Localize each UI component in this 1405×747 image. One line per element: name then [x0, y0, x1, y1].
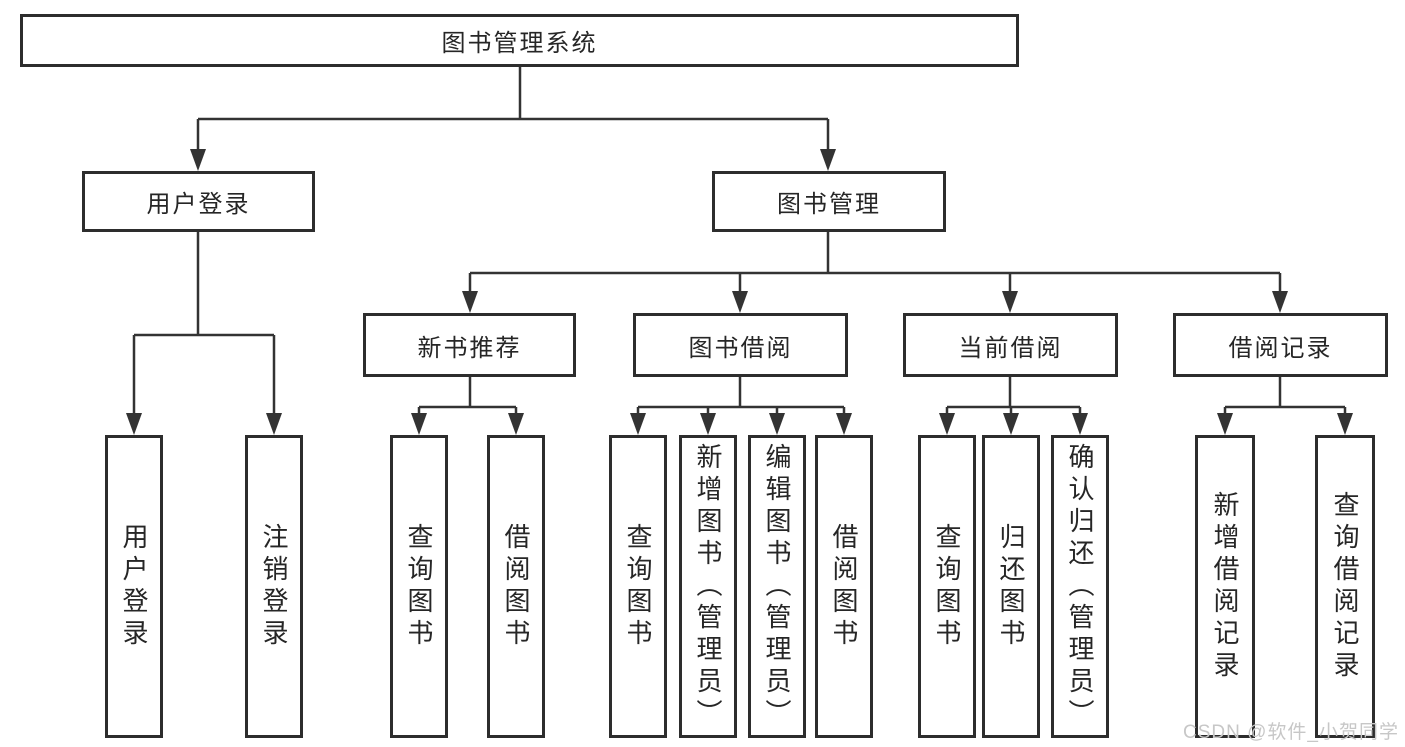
- node-user-login: 用户登录: [82, 171, 315, 232]
- node-book-borrow: 图书借阅: [633, 313, 848, 377]
- leaf-return-books: 归还图书: [982, 435, 1040, 738]
- leaf-label: 借阅图书: [829, 522, 859, 651]
- node-label: 图书管理系统: [441, 30, 598, 57]
- leaf-label: 查询图书: [404, 522, 434, 651]
- leaf-label: 查询借阅记录: [1330, 490, 1360, 683]
- leaf-label: 归还图书: [996, 522, 1026, 651]
- node-label: 新书推荐: [417, 334, 522, 362]
- leaf-borrow-books: 借阅图书: [815, 435, 873, 738]
- arrowhead-icons: [126, 149, 1353, 435]
- leaf-borrow-books-recommend: 借阅图书: [487, 435, 545, 738]
- leaf-query-borrow-record: 查询借阅记录: [1315, 435, 1375, 738]
- csdn-watermark: CSDN @软件_小贺同学: [1183, 722, 1399, 743]
- leaf-user-login: 用户登录: [105, 435, 163, 738]
- node-label: 图书借阅: [688, 334, 793, 362]
- leaf-label: 查询图书: [932, 522, 962, 651]
- leaf-label: 注销登录: [259, 522, 289, 651]
- node-current-borrow: 当前借阅: [903, 313, 1118, 377]
- leaf-add-books-admin: 新增图书（管理员）: [679, 435, 737, 738]
- node-label: 用户登录: [146, 191, 251, 218]
- leaf-edit-books-admin: 编辑图书（管理员）: [748, 435, 806, 738]
- leaf-label: 查询图书: [623, 522, 653, 651]
- leaf-logout: 注销登录: [245, 435, 303, 738]
- node-borrow-record: 借阅记录: [1173, 313, 1388, 377]
- node-book-management: 图书管理: [712, 171, 946, 232]
- node-label: 借阅记录: [1228, 334, 1333, 362]
- leaf-query-books-recommend: 查询图书: [390, 435, 448, 738]
- leaf-label: 新增图书（管理员）: [693, 442, 723, 731]
- leaf-query-books-current: 查询图书: [918, 435, 976, 738]
- node-new-book-recommend: 新书推荐: [363, 313, 576, 377]
- tree-edges: [132, 66, 1347, 416]
- leaf-query-books-borrow: 查询图书: [609, 435, 667, 738]
- leaf-label: 确认归还（管理员）: [1065, 442, 1095, 731]
- leaf-confirm-return-admin: 确认归还（管理员）: [1051, 435, 1109, 738]
- node-root-system: 图书管理系统: [20, 14, 1019, 67]
- leaf-label: 用户登录: [119, 522, 149, 651]
- leaf-label: 编辑图书（管理员）: [762, 442, 792, 731]
- leaf-add-borrow-record: 新增借阅记录: [1195, 435, 1255, 738]
- node-label: 当前借阅: [958, 334, 1063, 362]
- leaf-label: 新增借阅记录: [1210, 490, 1240, 683]
- node-label: 图书管理: [777, 191, 881, 218]
- leaf-label: 借阅图书: [501, 522, 531, 651]
